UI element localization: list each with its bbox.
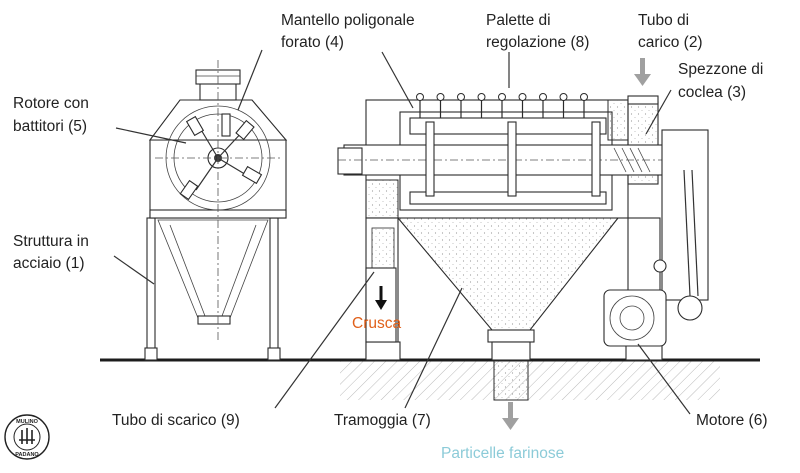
paddle (457, 93, 465, 101)
leader-lines (113, 49, 691, 415)
rotor (165, 105, 271, 211)
label-motore: Motore (6) (696, 412, 768, 429)
motor (603, 129, 709, 347)
feed-arrow (634, 58, 651, 86)
logo-top-text: MULINO (16, 419, 38, 425)
paddle (539, 93, 547, 101)
label-struttura-2: acciaio (1) (13, 255, 85, 272)
logo-bottom-text: PADANO (15, 452, 39, 458)
steel-structure (144, 217, 281, 361)
label-struttura: Struttura in (13, 233, 89, 250)
label-tubo-scarico: Tubo di scarico (9) (112, 412, 240, 429)
mulino-padano-logo: MULINO PADANO (4, 414, 50, 460)
paddle (580, 93, 588, 101)
label-rotore-2: battitori (5) (13, 118, 87, 135)
label-crusca: Crusca (352, 315, 401, 332)
label-particelle: Particelle farinose (441, 445, 564, 462)
label-mantello: Mantello poligonale (281, 12, 415, 29)
label-tubo-carico: Tubo di (638, 12, 689, 29)
labels: Mantello poligonale forato (4) Palette d… (13, 12, 768, 462)
ground (100, 358, 760, 400)
paddle (498, 93, 506, 101)
label-tramoggia: Tramoggia (7) (334, 412, 431, 429)
label-tubo-carico-2: carico (2) (638, 34, 703, 51)
label-spezzone: Spezzone di (678, 61, 763, 78)
flour-arrow (502, 402, 519, 430)
label-palette: Palette di (486, 12, 551, 29)
hopper (396, 217, 620, 401)
paddle (518, 93, 527, 101)
paddle (416, 93, 424, 101)
label-rotore: Rotore con (13, 95, 89, 112)
screw-section (613, 147, 651, 173)
label-palette-2: regolazione (8) (486, 34, 589, 51)
paddle (477, 93, 486, 101)
side-view-machine (144, 60, 288, 361)
adjustment-paddles (416, 93, 588, 118)
paddle (436, 93, 445, 101)
label-spezzone-2: coclea (3) (678, 84, 746, 101)
label-mantello-2: forato (4) (281, 34, 344, 51)
paddle (559, 93, 568, 101)
front-view-machine (337, 93, 709, 401)
